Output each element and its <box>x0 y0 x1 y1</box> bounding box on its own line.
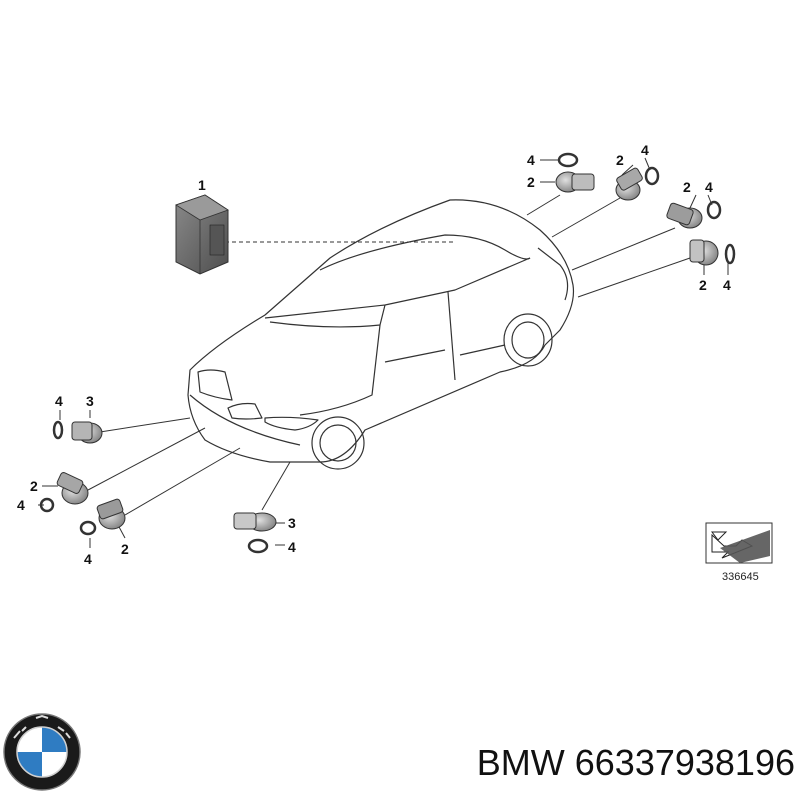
callout-rear-corner-sensor: 2 <box>683 179 691 195</box>
callout-front-mid-ring: 4 <box>17 497 25 513</box>
sensor-front-mid <box>39 472 89 513</box>
bmw-roundel-logo <box>3 713 81 791</box>
callout-front-left-ring: 4 <box>55 393 63 409</box>
car-outline <box>187 199 575 470</box>
callout-front-center-ring: 4 <box>288 539 296 555</box>
callout-numbers: 1 4 2 2 4 2 4 2 4 4 3 2 4 4 2 3 4 <box>17 142 731 567</box>
callout-rear-mid-sensor: 2 <box>616 152 624 168</box>
callout-front-low-sensor: 2 <box>121 541 129 557</box>
callout-module: 1 <box>198 177 206 193</box>
sensor-front-low <box>79 498 126 536</box>
sensor-front-left <box>52 420 103 444</box>
callout-rear-corner-ring: 4 <box>705 179 713 195</box>
callout-front-mid-sensor: 2 <box>30 478 38 494</box>
callout-front-center-sensor: 3 <box>288 515 296 531</box>
callout-front-low-ring: 4 <box>84 551 92 567</box>
reference-number: 336645 <box>722 571 759 583</box>
brand-name: BMW <box>476 742 565 783</box>
part-caption: BMW 66337938196 <box>410 738 795 788</box>
callout-rear-low-ring: 4 <box>723 277 731 293</box>
sensor-rear-low <box>689 239 736 266</box>
reference-box: 336645 <box>705 522 773 583</box>
sensor-rear-mid <box>615 166 660 201</box>
parking-sensors <box>39 152 736 554</box>
sensor-rear-corner <box>666 200 722 229</box>
leader-lines <box>38 157 729 548</box>
callout-rear-top-ring: 4 <box>527 152 535 168</box>
part-number: 66337938196 <box>574 742 795 783</box>
control-module <box>175 194 229 275</box>
callout-rear-mid-ring: 4 <box>641 142 649 158</box>
callout-rear-top-sensor: 2 <box>527 174 535 190</box>
callout-rear-low-sensor: 2 <box>699 277 707 293</box>
sensor-rear-top <box>555 152 595 193</box>
callout-front-left-sensor: 3 <box>86 393 94 409</box>
sensor-front-center <box>233 512 277 554</box>
